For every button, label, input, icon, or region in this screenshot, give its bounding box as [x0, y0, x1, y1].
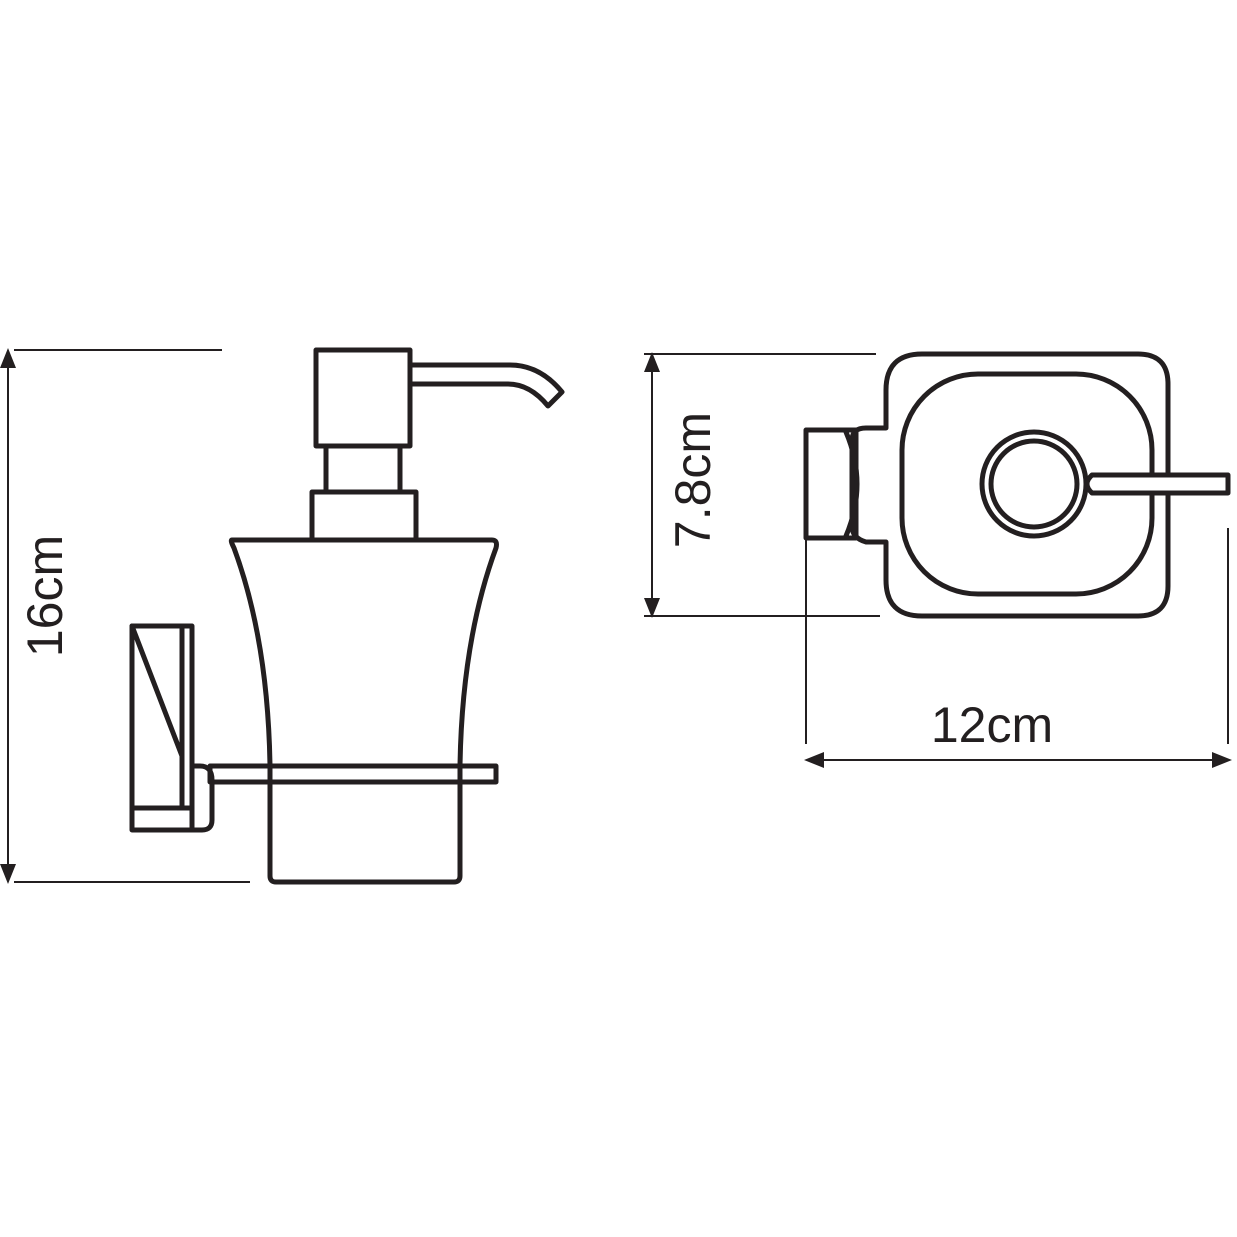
pump-inner-ring [988, 438, 1080, 530]
height-label: 16cm [17, 535, 73, 657]
pump-spout [407, 362, 565, 409]
bottle-body [228, 537, 499, 769]
height-dimension: 16cm [0, 348, 250, 884]
holder-outline [849, 351, 1171, 619]
top-view: 7.8cm 12cm [644, 351, 1232, 768]
wall-plate-diagonal [129, 623, 185, 759]
side-view: 16cm [0, 347, 565, 885]
width-dimension: 12cm [804, 528, 1232, 768]
spout-top [1084, 472, 1231, 496]
mount-block-curve [843, 429, 860, 539]
depth-dimension: 7.8cm [644, 352, 880, 618]
width-label: 12cm [931, 697, 1053, 753]
pump-head [313, 347, 413, 449]
bottle-base [267, 763, 463, 885]
pump-collar [309, 489, 419, 543]
holder-ring [207, 763, 499, 785]
pump-neck [323, 443, 403, 495]
wall-mount [129, 623, 215, 833]
depth-label: 7.8cm [665, 412, 721, 548]
mount-arm [189, 763, 215, 833]
wall-plate [129, 623, 195, 833]
mount-block [803, 427, 859, 541]
